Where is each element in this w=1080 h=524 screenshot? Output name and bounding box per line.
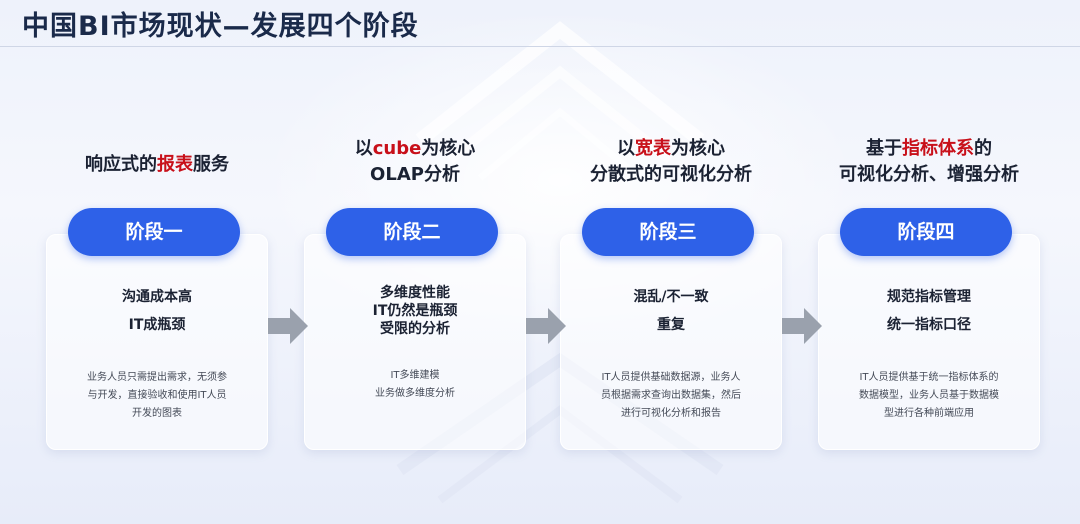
stage-point: 统一指标口径 bbox=[887, 317, 971, 333]
heading-text: 为核心 bbox=[421, 138, 476, 159]
heading-text: 为核心 bbox=[671, 138, 725, 159]
heading-text: 服务 bbox=[193, 154, 229, 175]
heading-highlight: cube bbox=[372, 138, 422, 159]
stage-description: 员根据需求查询出数据集，然后 bbox=[601, 390, 741, 401]
heading-text: 可视化分析、增强分析 bbox=[839, 164, 1019, 185]
stage-card bbox=[304, 234, 526, 450]
stage-heading-line: 响应式的报表服务 bbox=[46, 152, 268, 177]
heading-highlight: 报表 bbox=[157, 154, 193, 175]
arrow-right-icon bbox=[782, 308, 822, 344]
stage-badge: 阶段三 bbox=[582, 208, 754, 256]
stage-description: IT多维建模 bbox=[390, 370, 440, 381]
heading-text: OLAP分析 bbox=[370, 164, 460, 185]
stage-description: 开发的图表 bbox=[132, 408, 182, 419]
stage-point: 多维度性能 bbox=[380, 285, 450, 301]
heading-text: 的 bbox=[974, 138, 992, 159]
stage-4: 基于指标体系的可视化分析、增强分析阶段四规范指标管理统一指标口径 IT人员提供基于… bbox=[818, 0, 1040, 524]
stage-description: IT人员提供基础数据源，业务人 bbox=[601, 372, 741, 383]
stage-point: 重复 bbox=[657, 317, 685, 333]
stage-card bbox=[46, 234, 268, 450]
arrow-right-icon bbox=[526, 308, 566, 344]
stage-description: 业务人员只需提出需求，无须参 bbox=[87, 372, 227, 383]
stage-badge: 阶段一 bbox=[68, 208, 240, 256]
arrow-right-icon bbox=[268, 308, 308, 344]
stage-description: 与开发，直接验收和使用IT人员 bbox=[87, 390, 227, 401]
heading-text: 以 bbox=[617, 138, 635, 159]
heading-text: 分散式的可视化分析 bbox=[590, 164, 752, 185]
stage-card bbox=[818, 234, 1040, 450]
stage-badge: 阶段四 bbox=[840, 208, 1012, 256]
stage-heading-line: 以cube为核心 bbox=[304, 136, 526, 161]
stage-heading-line: 以宽表为核心 bbox=[560, 136, 782, 161]
stage-description: 业务做多维度分析 bbox=[375, 388, 455, 399]
title-divider bbox=[0, 46, 1080, 47]
stage-point: 混乱/不一致 bbox=[633, 289, 709, 305]
stage-card bbox=[560, 234, 782, 450]
stage-heading-line: 基于指标体系的 bbox=[818, 136, 1040, 161]
stage-point: IT仍然是瓶颈 bbox=[372, 303, 458, 319]
stage-2: 以cube为核心 OLAP分析阶段二多维度性能 IT仍然是瓶颈受限的分析 IT多维建模… bbox=[304, 0, 526, 524]
stage-point: IT成瓶颈 bbox=[128, 317, 186, 333]
heading-highlight: 指标体系 bbox=[902, 138, 974, 159]
stage-heading-line: 分散式的可视化分析 bbox=[560, 162, 782, 187]
stage-1: 响应式的报表服务阶段一沟通成本高 IT成瓶颈业务人员只需提出需求，无须参与开发，直… bbox=[46, 0, 268, 524]
stage-3: 以宽表为核心分散式的可视化分析阶段三混乱/不一致重复 IT人员提供基础数据源，业务… bbox=[560, 0, 782, 524]
stage-point: 沟通成本高 bbox=[122, 289, 192, 305]
stage-point: 规范指标管理 bbox=[887, 289, 971, 305]
heading-highlight: 宽表 bbox=[635, 138, 671, 159]
heading-text: 以 bbox=[354, 138, 373, 159]
stage-badge: 阶段二 bbox=[326, 208, 498, 256]
stage-description: IT人员提供基于统一指标体系的 bbox=[859, 372, 999, 383]
stage-heading-line: OLAP分析 bbox=[304, 162, 526, 187]
stage-description: 型进行各种前端应用 bbox=[884, 408, 974, 419]
page-title: 中国BI市场现状—发展四个阶段 bbox=[22, 11, 419, 42]
stage-heading-line: 可视化分析、增强分析 bbox=[818, 162, 1040, 187]
heading-text: 响应式的 bbox=[85, 154, 157, 175]
stage-description: 数据模型，业务人员基于数据模 bbox=[859, 390, 999, 401]
stage-description: 进行可视化分析和报告 bbox=[621, 408, 721, 419]
stage-point: 受限的分析 bbox=[380, 321, 450, 337]
heading-text: 基于 bbox=[866, 138, 902, 159]
